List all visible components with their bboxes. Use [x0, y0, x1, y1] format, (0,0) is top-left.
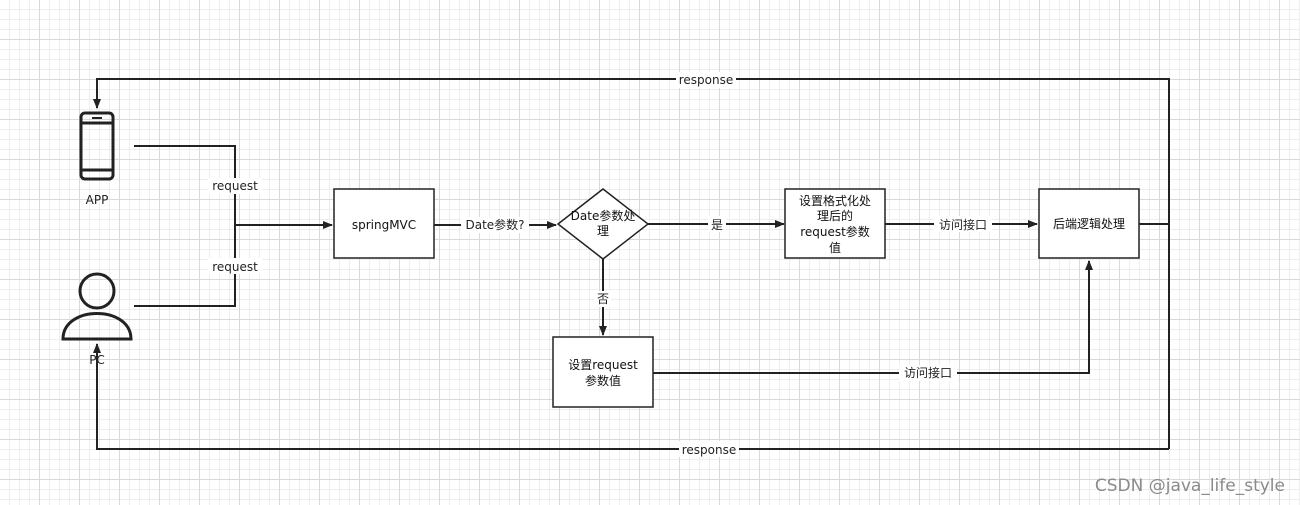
- format-label-line3: request参数: [800, 224, 870, 239]
- format-request-box: [784, 188, 886, 259]
- date-param-label: Date参数?: [465, 217, 524, 232]
- set-label-line2: 参数值: [585, 373, 621, 388]
- watermark: CSDN @java_life_style: [1095, 476, 1285, 496]
- app-label: APP: [86, 193, 109, 207]
- set-request-box: [552, 336, 654, 408]
- format-label-line4: 值: [829, 240, 841, 255]
- set-label-line1: 设置request: [568, 358, 638, 372]
- edge-app-request: [134, 145, 236, 225]
- edge-response-bottom: [93, 343, 1169, 450]
- request-label-app: request: [212, 179, 258, 193]
- springmvc-box: [333, 188, 435, 259]
- edge-access-bottom: [653, 260, 1093, 374]
- phone-icon: [79, 111, 115, 181]
- response-label-top: response: [679, 73, 734, 87]
- edge-response-top: [93, 78, 1170, 449]
- access-label-bottom: 访问接口: [904, 365, 952, 380]
- request-label-pc: request: [212, 260, 258, 274]
- decision-label-line1: Date参数处: [571, 208, 636, 223]
- user-icon: [61, 272, 133, 341]
- backend-box: [1038, 188, 1140, 259]
- format-label-line2: 理后的: [817, 208, 853, 223]
- response-label-bottom: response: [682, 443, 737, 457]
- backend-label: 后端逻辑处理: [1053, 217, 1125, 231]
- springmvc-label: springMVC: [352, 218, 416, 232]
- no-label: 否: [597, 292, 609, 306]
- access-label-top: 访问接口: [939, 217, 987, 232]
- decision-label-line2: 理: [597, 224, 609, 238]
- yes-label: 是: [711, 218, 723, 232]
- format-label-line1: 设置格式化处: [799, 193, 871, 208]
- edge-pc-request: [134, 225, 236, 307]
